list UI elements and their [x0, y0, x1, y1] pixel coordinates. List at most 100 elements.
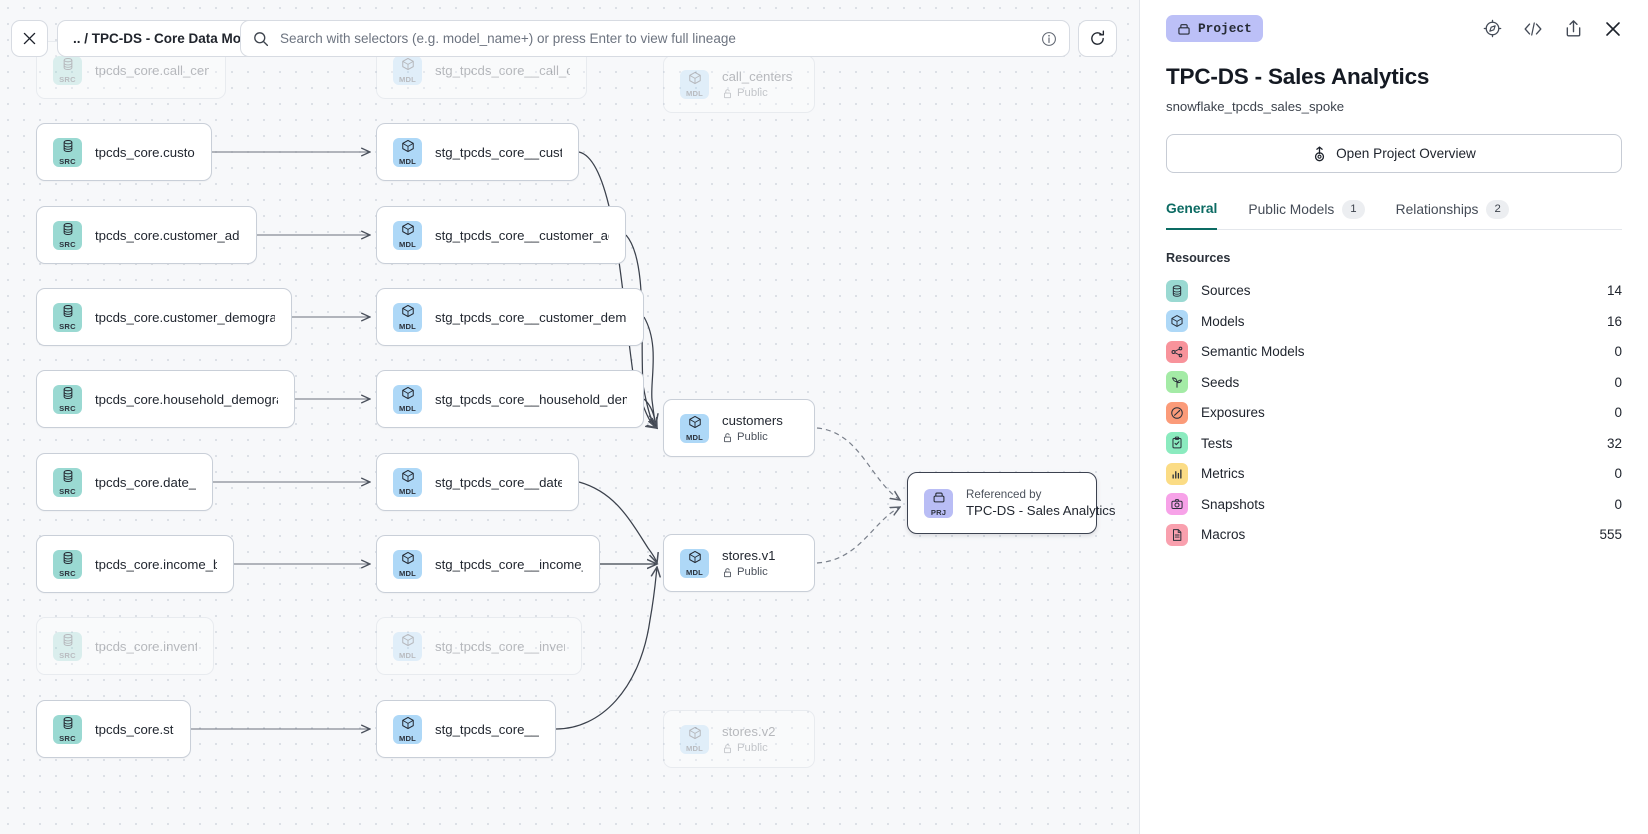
graph-node-mdl-stg-store[interactable]: MDL stg_tpcds_core__store — [376, 700, 556, 758]
gauge-icon — [1166, 401, 1188, 424]
src-type-badge: SRC — [53, 302, 82, 332]
search-input[interactable] — [269, 31, 1041, 46]
cube-icon — [401, 222, 415, 240]
graph-node-label: stg_tpcds_core__date_dim — [435, 474, 562, 490]
close-panel-icon[interactable] — [1604, 20, 1622, 38]
refresh-button[interactable] — [1078, 20, 1117, 57]
close-lineage-button[interactable] — [11, 20, 48, 57]
tab-general[interactable]: General — [1166, 200, 1218, 231]
explore-compass-icon[interactable] — [1483, 19, 1502, 38]
lineage-canvas[interactable]: .. / TPC-DS - Core Data Models — [0, 0, 1139, 834]
referenced-by-project-name: TPC-DS - Sales Analytics — [966, 503, 1116, 518]
search-bar[interactable] — [240, 20, 1070, 57]
graph-node-mdl-stg-household-demographics[interactable]: MDLstg_tpcds_core__household_demogr… — [376, 370, 644, 428]
lock-icon — [724, 743, 731, 753]
graph-node-visibility: Public — [722, 742, 776, 754]
mdl-type-badge: MDL — [680, 548, 709, 578]
open-project-overview-button[interactable]: Open Project Overview — [1166, 134, 1622, 173]
resource-count: 32 — [1606, 435, 1622, 451]
graph-node-visibility: Public — [722, 87, 792, 99]
detail-panel: Project — [1139, 0, 1648, 834]
graph-node-mdl-stg-customer[interactable]: MDL stg_tpcds_core__customer — [376, 123, 579, 181]
mdl-type-badge: MDL — [393, 384, 422, 414]
clipboard-check-icon — [1166, 432, 1188, 455]
resource-count: 0 — [1614, 344, 1622, 360]
mdl-type-badge: MDL — [393, 714, 422, 744]
graph-node-label: stg_tpcds_core__store — [435, 721, 539, 737]
mdl-type-badge: MDL — [393, 220, 422, 250]
project-type-chip[interactable]: Project — [1166, 15, 1263, 42]
close-icon — [23, 32, 36, 45]
mdl-type-badge: MDL — [680, 724, 709, 754]
resource-count: 0 — [1614, 466, 1622, 482]
search-icon — [254, 31, 269, 46]
mdl-type-badge: MDL — [393, 631, 422, 661]
cube-icon — [401, 304, 415, 322]
graph-node-label: stg_tpcds_core__income_band — [435, 556, 583, 572]
database-icon — [61, 57, 75, 75]
resource-count: 14 — [1606, 283, 1622, 299]
resource-name: Exposures — [1201, 405, 1265, 421]
graph-node-label: customers — [722, 413, 783, 428]
cube-icon — [401, 469, 415, 487]
breadcrumb-label: .. / TPC-DS - Core Data Models — [73, 31, 269, 46]
mdl-type-badge: MDL — [393, 467, 422, 497]
prj-type-badge: PRJ — [924, 488, 953, 518]
sprout-icon — [1166, 371, 1188, 394]
graph-node-mdl-stg-customer-demographics[interactable]: MDLstg_tpcds_core__customer_demogra… — [376, 288, 644, 346]
resource-name: Seeds — [1201, 374, 1240, 390]
share-icon[interactable] — [1564, 19, 1583, 38]
graph-node-label: tpcds_core.household_demographics — [95, 391, 278, 407]
graph-node-mdl-stg-date-dim[interactable]: MDL stg_tpcds_core__date_dim — [376, 453, 579, 511]
project-box-icon — [1178, 23, 1190, 35]
cube-icon — [401, 386, 415, 404]
graph-node-label: stg_tpcds_core__customer — [435, 144, 562, 160]
code-icon[interactable] — [1523, 21, 1543, 37]
cube-icon — [688, 71, 702, 89]
cube-icon — [401, 551, 415, 569]
project-type-chip-label: Project — [1198, 21, 1252, 36]
database-icon — [61, 469, 75, 487]
database-icon — [61, 633, 75, 651]
graph-node-icon — [1166, 340, 1188, 363]
cube-icon — [1166, 310, 1188, 333]
mdl-type-badge: MDL — [393, 137, 422, 167]
graph-node-label: stg_tpcds_core__call_center — [435, 62, 570, 78]
database-icon — [61, 304, 75, 322]
graph-node-label: tpcds_core.date_dim — [95, 474, 196, 490]
canvas-toolbar: .. / TPC-DS - Core Data Models — [0, 0, 1139, 77]
database-icon — [61, 139, 75, 157]
resource-name: Macros — [1201, 527, 1246, 543]
info-circle-icon[interactable] — [1041, 31, 1057, 47]
lock-icon — [724, 88, 731, 98]
mdl-type-badge: MDL — [393, 302, 422, 332]
